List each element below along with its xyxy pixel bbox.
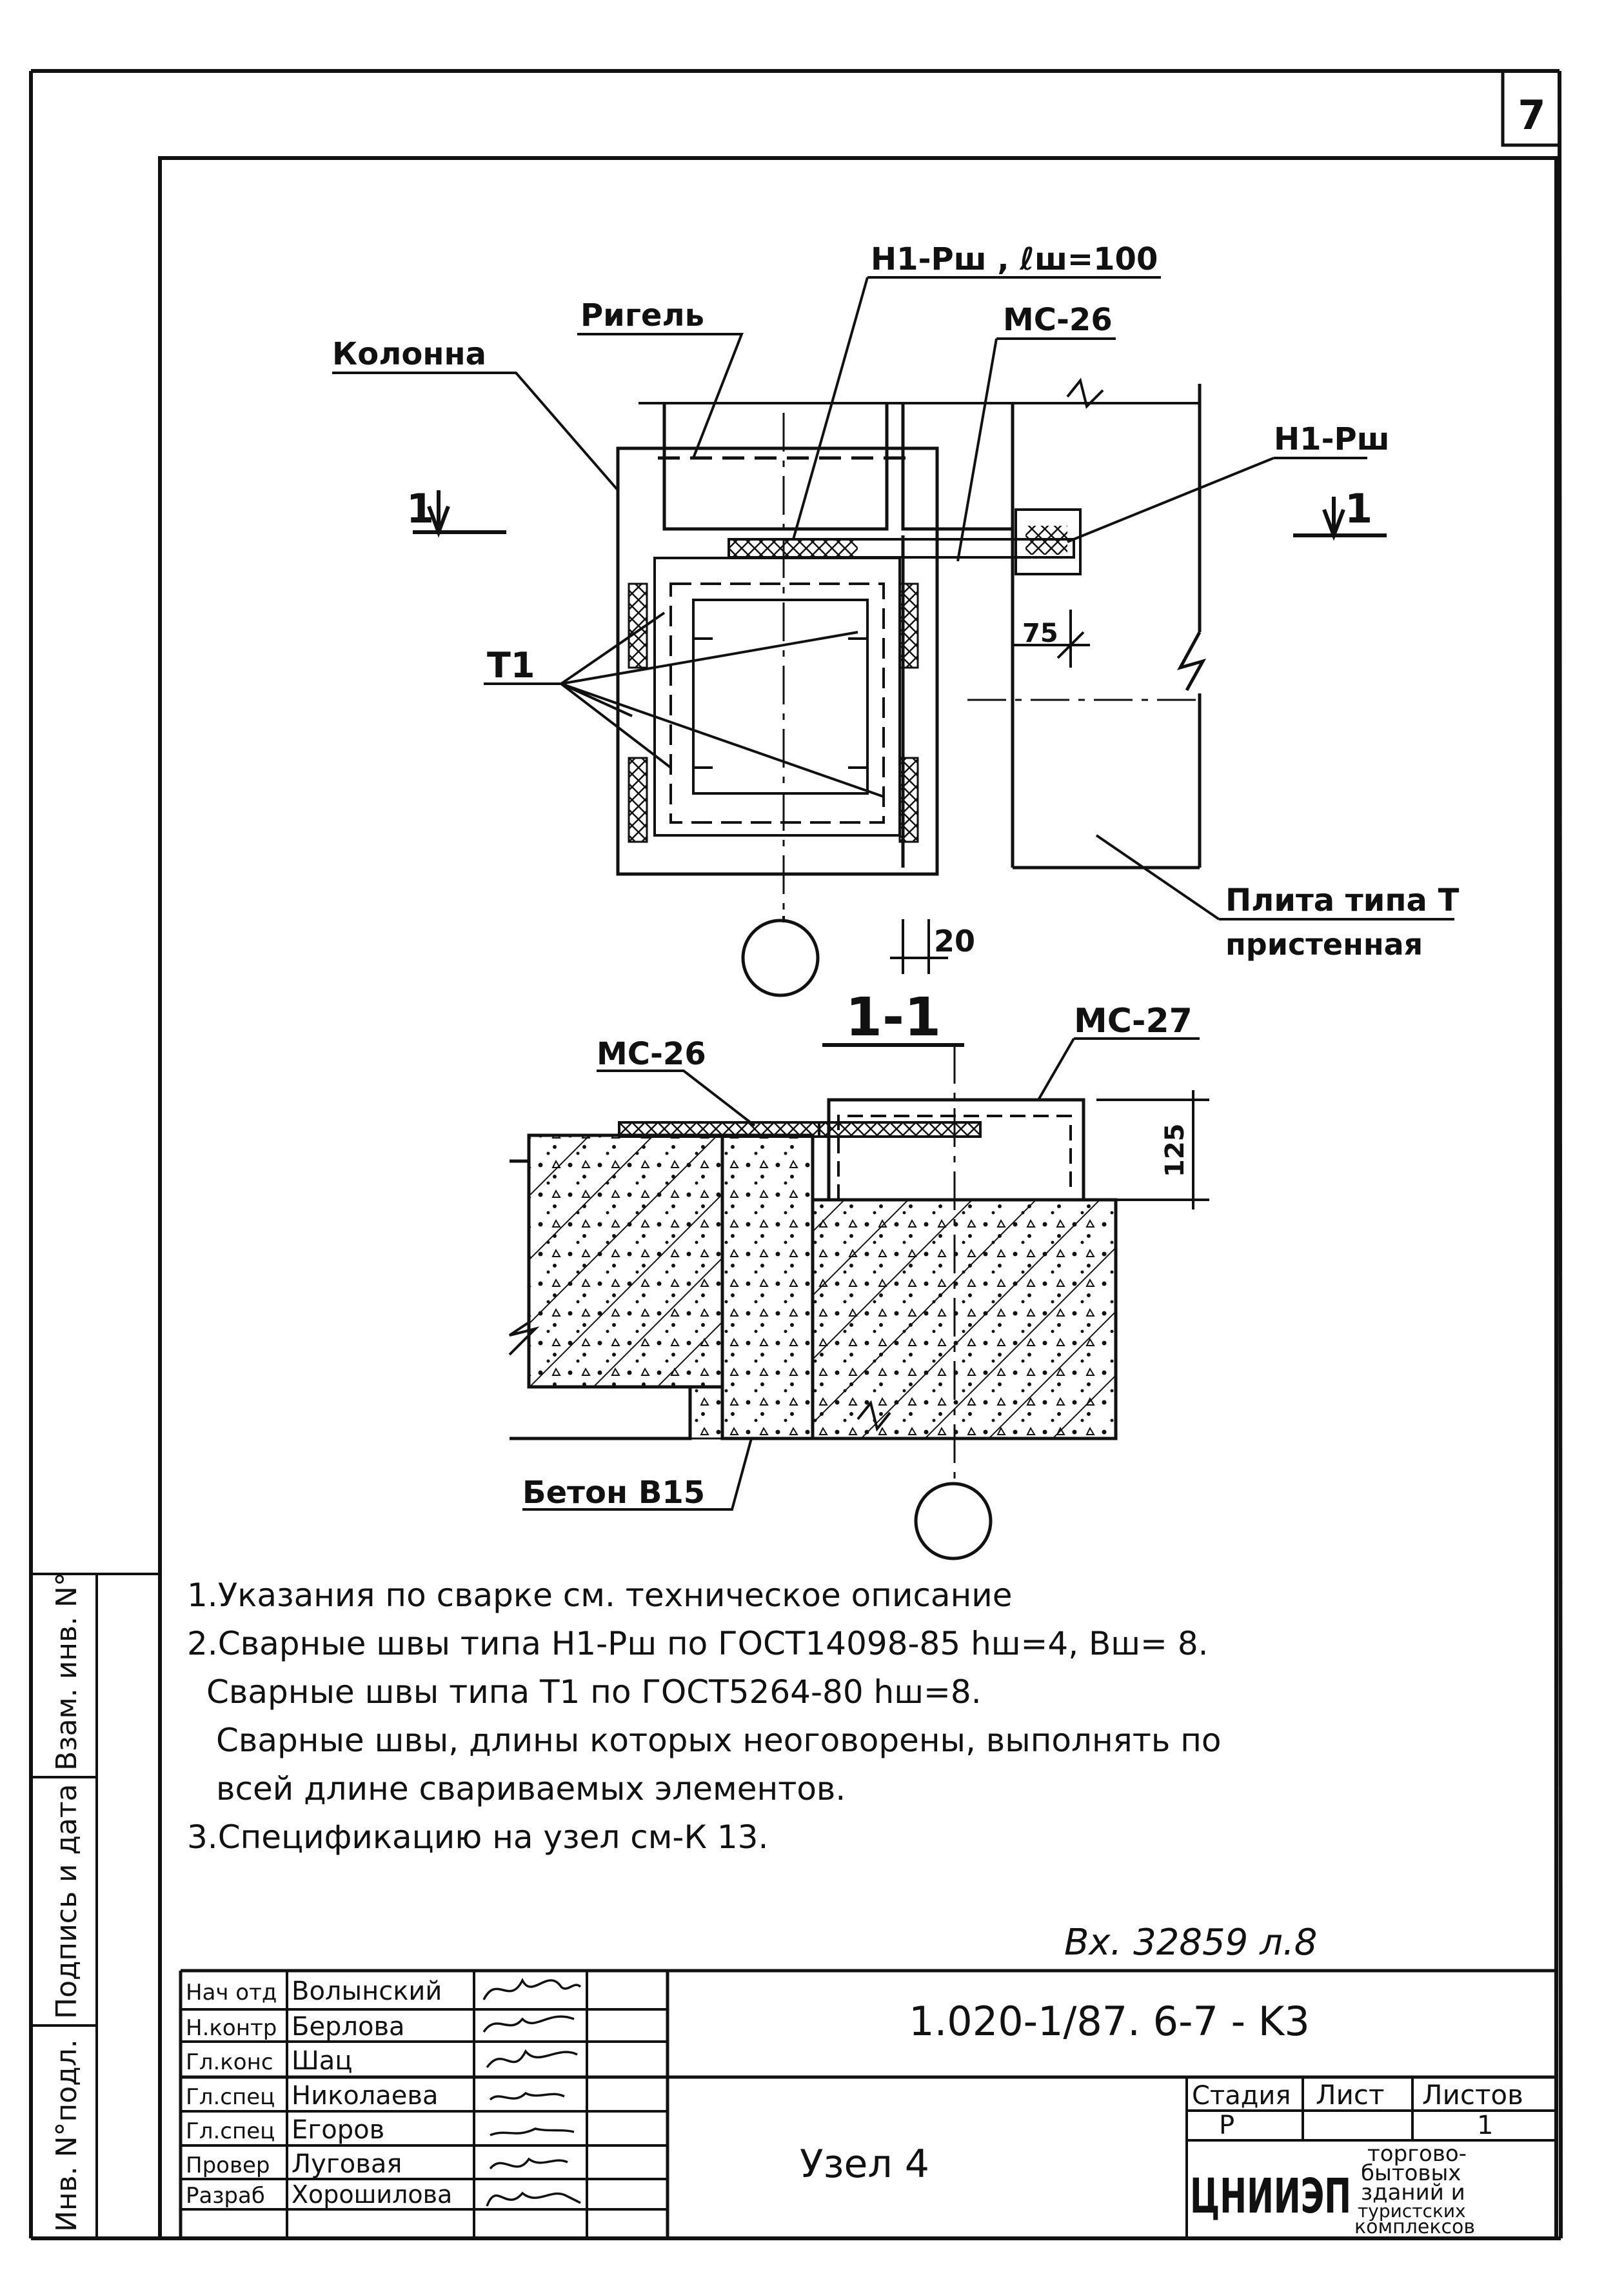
role-name: Берлова xyxy=(292,2012,405,2042)
role-label: Н.контр xyxy=(186,2015,277,2041)
role-name: Волынский xyxy=(292,1976,442,2006)
section-mark-left: 1 xyxy=(406,485,434,532)
org-line-4: туристских xyxy=(1358,2200,1466,2222)
side-stamp xyxy=(31,1573,160,2238)
stage-table: Стадия Лист Листов Р 1 xyxy=(1192,2079,1523,2140)
label-column: Колонна xyxy=(332,336,486,372)
label-weld-t1: Т1 xyxy=(487,645,535,686)
label-weld-top: Н1-Рш , ℓш=100 xyxy=(871,241,1158,277)
org-line-2: бытовых xyxy=(1361,2160,1461,2186)
dim-20: 20 xyxy=(934,924,975,959)
signatures xyxy=(482,1978,582,2207)
title-block-grid xyxy=(179,1969,1556,2238)
sheets-value: 1 xyxy=(1477,2111,1493,2140)
dim-125: 125 xyxy=(1160,1124,1190,1178)
org-line-5: комплексов xyxy=(1354,2216,1475,2238)
sheet-number: 7 xyxy=(1518,92,1545,139)
org-logo: ЦНИИЭП xyxy=(1190,2169,1351,2224)
note-2: 2.Сварные швы типа Н1-Рш по ГОСТ14098-85… xyxy=(187,1625,1209,1662)
label-plate-left: МС-26 xyxy=(597,1036,706,1072)
org-line-1: торгово- xyxy=(1367,2141,1467,2167)
stamp-inv-replace: Взам. инв. N° xyxy=(50,1572,83,1771)
axis-bubble-section xyxy=(914,1482,993,1560)
stage-header: Стадия xyxy=(1192,2081,1291,2111)
column-outline xyxy=(616,446,939,876)
organization-block: ЦНИИЭП торгово- бытовых зданий и туристс… xyxy=(1190,2141,1475,2238)
role-name: Хорошилова xyxy=(292,2180,452,2209)
role-name: Шац xyxy=(292,2046,353,2076)
dim-75: 75 xyxy=(1022,619,1058,648)
notes: 1.Указания по сварке см. техническое опи… xyxy=(187,1577,1222,1856)
note-2b: Сварные швы типа Т1 по ГОСТ5264-80 hш=8. xyxy=(206,1673,982,1711)
role-label: Провер xyxy=(186,2153,270,2178)
section-mark-right: 1 xyxy=(1345,485,1372,532)
label-weld-right: Н1-Рш xyxy=(1274,421,1390,457)
label-slab-sub: пристенная xyxy=(1225,927,1423,962)
label-girder: Ригель xyxy=(580,297,704,333)
role-label: Разраб xyxy=(186,2183,265,2209)
registration-note: Вх. 32859 л.8 xyxy=(1064,1922,1317,1964)
plan-view xyxy=(332,276,1454,997)
role-name: Николаева xyxy=(292,2081,438,2111)
org-line-3: зданий и xyxy=(1361,2180,1465,2205)
note-3: 3.Спецификацию на узел см-К 13. xyxy=(187,1818,768,1856)
stage-value: Р xyxy=(1219,2111,1234,2140)
section-labels: МС-26 МС-27 125 Бетон В15 xyxy=(522,1002,1193,1511)
section-title: 1-1 xyxy=(846,987,941,1048)
section-view xyxy=(508,1037,1209,1560)
plan-labels: Колонна Ригель Н1-Рш , ℓш=100 МС-26 Н1-Р… xyxy=(332,241,1460,962)
sheet-header: Лист xyxy=(1316,2079,1384,2111)
stamp-sign-date: Подпись и дата xyxy=(50,1784,83,2019)
role-name: Луговая xyxy=(292,2149,402,2179)
role-label: Гл.конс xyxy=(186,2049,273,2075)
role-name: Егоров xyxy=(292,2115,384,2145)
axis-bubble-plan xyxy=(741,919,820,997)
role-label: Гл.спец xyxy=(186,2084,275,2110)
note-1: 1.Указания по сварке см. техническое опи… xyxy=(187,1577,1013,1614)
sheets-header: Листов xyxy=(1422,2079,1523,2111)
document-code: 1.020-1/87. 6-7 - K3 xyxy=(909,1998,1310,2045)
note-2d: всей длине свариваемых элементов. xyxy=(216,1770,846,1807)
label-concrete: Бетон В15 xyxy=(522,1475,705,1511)
title-block-roles: Нач отд Волынский Н.контр Берлова Гл.кон… xyxy=(186,1976,452,2209)
role-label: Нач отд xyxy=(186,1980,277,2005)
label-plate-right: МС-27 xyxy=(1074,1002,1193,1040)
role-label: Гл.спец xyxy=(186,2118,275,2144)
label-slab: Плита типа Т xyxy=(1225,882,1460,919)
view-title: Узел 4 xyxy=(800,2142,929,2187)
label-plate-top: МС-26 xyxy=(1003,302,1113,338)
note-2c: Сварные швы, длины которых неоговорены, … xyxy=(216,1722,1222,1759)
stamp-inv-orig: Инв. N°подл. xyxy=(50,2039,83,2232)
